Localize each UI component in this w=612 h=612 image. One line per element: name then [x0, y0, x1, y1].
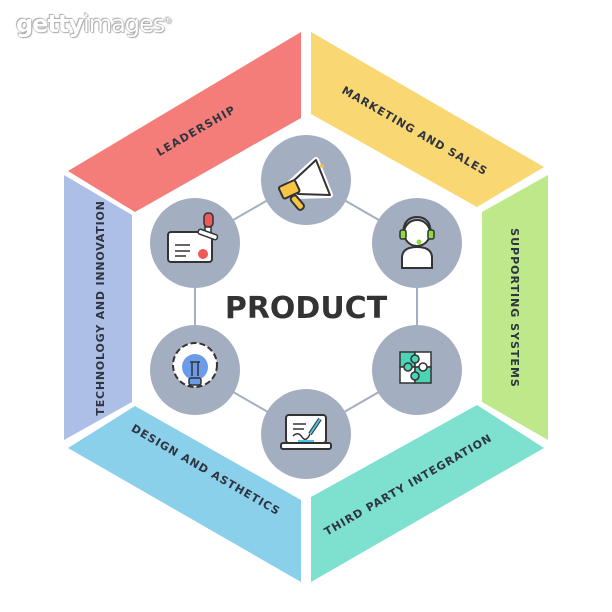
watermark-light-text: images	[83, 10, 165, 38]
label-technology-and-innovation: TECHNOLOGY AND INNOVATION	[94, 200, 107, 415]
lightbulb-gear-icon	[172, 342, 218, 388]
segment-leadership	[68, 32, 301, 212]
node-megaphone	[261, 135, 351, 225]
segment-third-party-integration	[311, 405, 544, 582]
customer-support-headset-icon	[399, 215, 435, 269]
watermark-bold-text: getty	[16, 10, 84, 38]
node-certificate	[150, 198, 240, 288]
node-puzzle	[372, 325, 462, 415]
label-supporting-systems: SUPPORTING SYSTEMS	[508, 228, 521, 388]
node-customer-support	[372, 198, 462, 288]
center-title: PRODUCT	[225, 291, 388, 326]
getty-images-watermark: gettyimages®	[16, 10, 172, 38]
puzzle-pieces-icon	[399, 351, 432, 384]
segment-design-and-asthetics	[68, 406, 301, 582]
node-laptop	[261, 389, 351, 479]
megaphone-icon	[277, 157, 333, 211]
node-lightbulb	[150, 325, 240, 415]
certificate-stamp-icon	[167, 212, 219, 263]
segment-technology-and-innovation	[64, 175, 132, 440]
segment-marketing-and-sales	[311, 32, 544, 207]
watermark-registered-mark: ®	[164, 16, 172, 25]
laptop-signature-icon	[280, 414, 332, 450]
segment-supporting-systems	[482, 175, 548, 440]
